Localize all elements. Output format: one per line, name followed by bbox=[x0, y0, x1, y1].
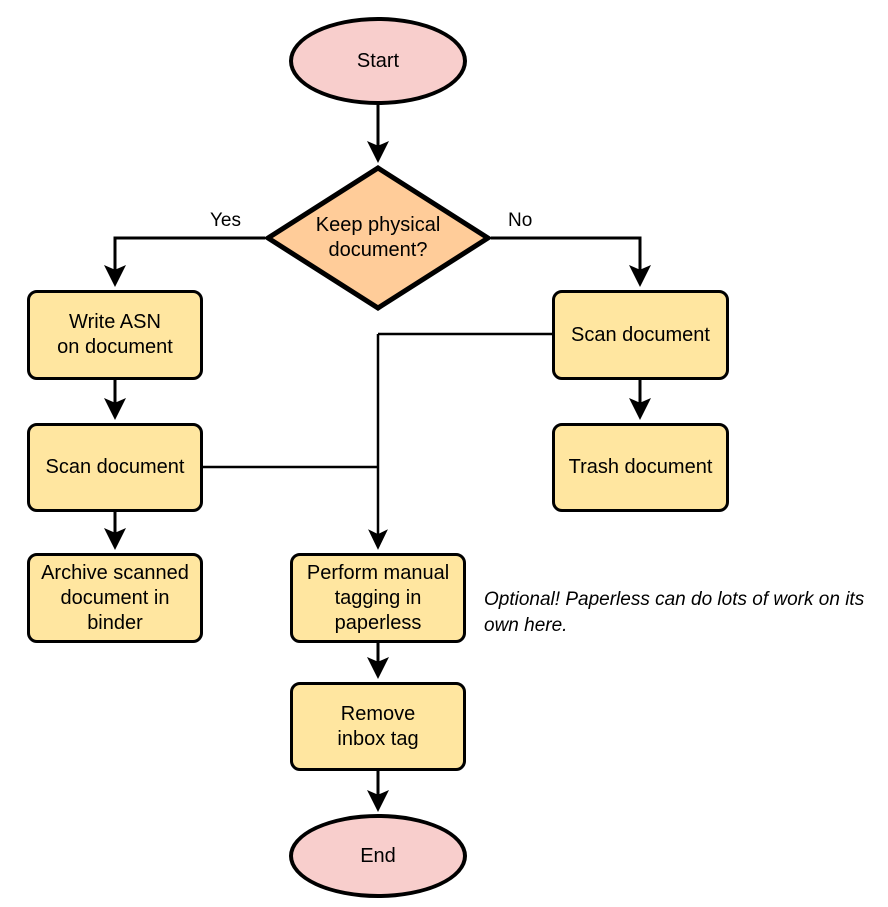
node-end-label: End bbox=[360, 844, 396, 867]
node-remove-inbox-tag[interactable]: Remove inbox tag bbox=[290, 682, 466, 771]
edge-decision-no-to-scan-right bbox=[491, 236, 651, 287]
node-archive-scanned-document-in-binder[interactable]: Archive scanned document in binder bbox=[27, 553, 203, 643]
node-scan-document-left[interactable]: Scan document bbox=[27, 423, 203, 512]
node-start[interactable]: Start bbox=[289, 17, 467, 105]
node-write-asn-on-document[interactable]: Write ASN on document bbox=[27, 290, 203, 380]
annotation-optional-note: Optional! Paperless can do lots of work … bbox=[484, 589, 865, 636]
node-end[interactable]: End bbox=[289, 814, 467, 898]
node-keep-physical-document-label: Keep physical document? bbox=[315, 214, 441, 261]
node-remove-inbox-tag-label: Remove inbox tag bbox=[337, 702, 419, 750]
node-scan-document-right[interactable]: Scan document bbox=[552, 290, 729, 380]
node-start-label: Start bbox=[356, 49, 400, 72]
edge-label-yes: Yes bbox=[210, 210, 241, 231]
node-scan-document-left-label: Scan document bbox=[45, 456, 185, 478]
node-keep-physical-document[interactable]: Keep physical document? bbox=[265, 165, 491, 311]
diamond-shape-icon bbox=[265, 165, 491, 311]
node-perform-manual-tagging-in-paperless[interactable]: Perform manual tagging in paperless bbox=[290, 553, 466, 643]
edge-decision-yes-to-write-asn bbox=[104, 236, 265, 287]
node-perform-manual-tagging-in-paperless-label: Perform manual tagging in paperless bbox=[306, 561, 450, 634]
edge-label-no: No bbox=[508, 210, 533, 231]
node-scan-document-right-label: Scan document bbox=[571, 323, 710, 346]
node-archive-scanned-document-in-binder-label: Archive scanned document in binder bbox=[41, 561, 189, 634]
node-trash-document[interactable]: Trash document bbox=[552, 423, 729, 512]
node-write-asn-on-document-label: Write ASN on document bbox=[57, 311, 173, 358]
node-trash-document-label: Trash document bbox=[568, 456, 713, 478]
